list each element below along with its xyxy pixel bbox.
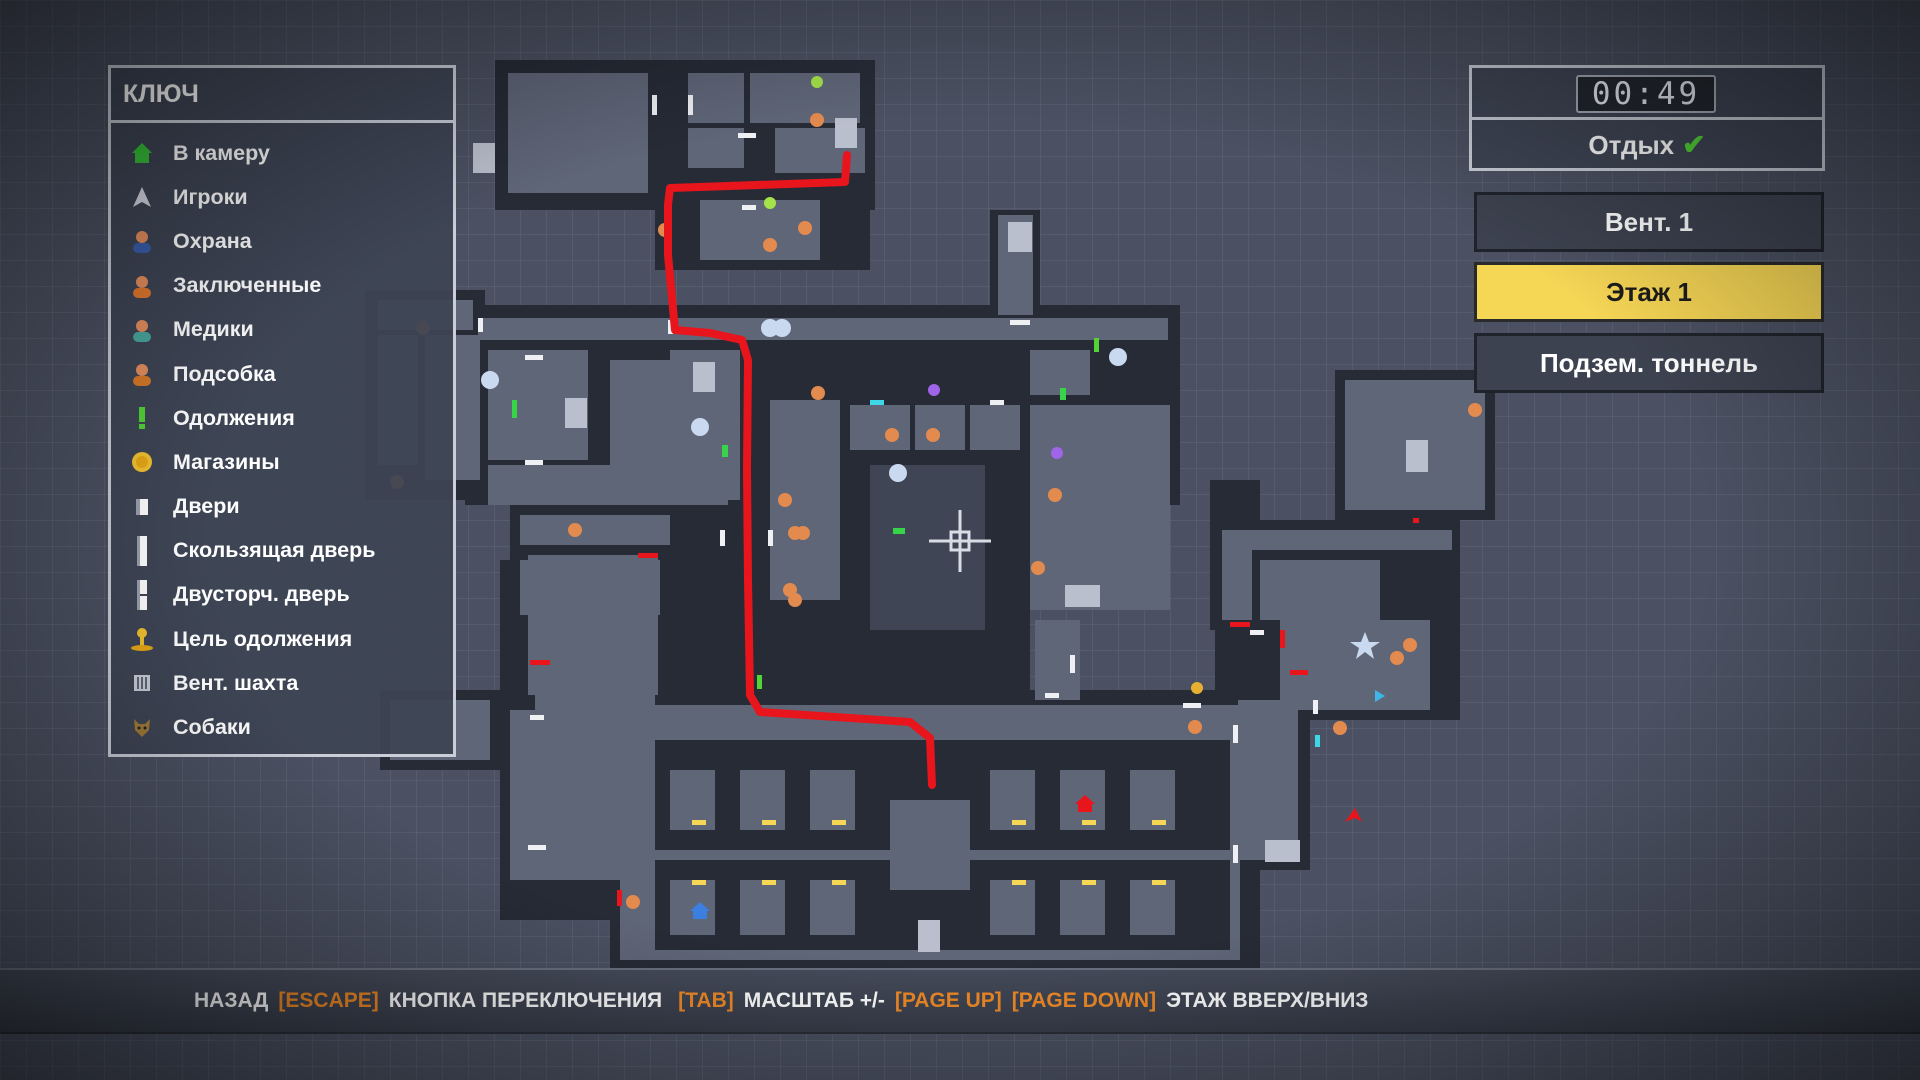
- exclamation-icon: [129, 405, 155, 431]
- legend-item: Охрана: [111, 219, 453, 263]
- floor-hint: ЭТАЖ ВВЕРХ/ВНИЗ: [1166, 989, 1369, 1012]
- legend-item: В камеру: [111, 131, 453, 175]
- pin-icon: [811, 76, 823, 88]
- legend-panel: КЛЮЧ В камеру Игроки Охрана Заключенные: [108, 65, 456, 757]
- pin-icon: [928, 384, 940, 396]
- vent-icon: [129, 670, 155, 696]
- current-activity: Отдых✔: [1472, 121, 1822, 168]
- worker-icon: [129, 361, 155, 387]
- legend-title: КЛЮЧ: [111, 68, 453, 123]
- legend-item: Игроки: [111, 175, 453, 219]
- guard-icon: [129, 228, 155, 254]
- tab-key-hint[interactable]: [TAB]: [678, 989, 734, 1012]
- dog-icon: [129, 715, 155, 741]
- legend-label: Охрана: [173, 228, 252, 253]
- checkmark-icon: ✔: [1682, 129, 1706, 160]
- legend-item: Магазины: [111, 440, 453, 484]
- door-icon: [129, 494, 155, 520]
- floor-button-tunnel[interactable]: Подзем. тоннель: [1474, 333, 1824, 393]
- legend-label: Скользящая дверь: [173, 538, 376, 563]
- legend-label: Двусторч. дверь: [173, 582, 350, 607]
- legend-item: Подсобка: [111, 352, 453, 396]
- player-arrow-icon: [129, 184, 155, 210]
- pin-icon: [764, 197, 776, 209]
- legend-item: Заключенные: [111, 264, 453, 308]
- legend-label: Подсобка: [173, 361, 276, 386]
- clock-divider: [1472, 117, 1822, 120]
- legend-item: Цель одолжения: [111, 617, 453, 661]
- legend-item: Одолжения: [111, 396, 453, 440]
- legend-item: Скользящая дверь: [111, 529, 453, 573]
- floor-button-vent-1[interactable]: Вент. 1: [1474, 192, 1824, 252]
- clock-panel: 00:49 Отдых✔: [1469, 65, 1825, 171]
- double-door-icon: [129, 579, 155, 610]
- legend-label: Игроки: [173, 184, 248, 209]
- favour-target-icon: [129, 626, 155, 652]
- legend-label: Магазины: [173, 449, 280, 474]
- escape-key-hint[interactable]: [ESCAPE]: [278, 989, 379, 1012]
- page-down-key-hint[interactable]: [PAGE DOWN]: [1011, 989, 1157, 1012]
- floor-button-floor-1[interactable]: Этаж 1: [1474, 262, 1824, 322]
- coin-icon: [129, 449, 155, 475]
- legend-label: Двери: [173, 494, 240, 519]
- toggle-hint: КНОПКА ПЕРЕКЛЮЧЕНИЯ: [388, 989, 663, 1012]
- legend-label: Заключенные: [173, 273, 322, 298]
- legend-label: Цель одолжения: [173, 626, 353, 651]
- sliding-door-icon: [129, 535, 155, 566]
- game-clock: 00:49: [1576, 75, 1716, 113]
- legend-item: Двери: [111, 485, 453, 529]
- legend-label: Медики: [173, 317, 254, 342]
- legend-item: Медики: [111, 308, 453, 352]
- legend-label: Одолжения: [173, 405, 295, 430]
- legend-item: Двусторч. дверь: [111, 573, 453, 617]
- legend-label: Вент. шахта: [173, 670, 299, 695]
- medic-icon: [129, 317, 155, 343]
- legend-item: Вент. шахта: [111, 661, 453, 705]
- activity-label: Отдых: [1588, 130, 1675, 160]
- legend-label: В камеру: [173, 140, 270, 165]
- green-house-icon: [129, 140, 155, 166]
- page-up-key-hint[interactable]: [PAGE UP]: [894, 989, 1002, 1012]
- legend-list: В камеру Игроки Охрана Заключенные Медик…: [111, 123, 453, 750]
- legend-label: Собаки: [173, 715, 251, 740]
- player-arrow-icon: [1345, 808, 1362, 822]
- inmate-icon: [129, 273, 155, 299]
- pin-icon: [1191, 682, 1203, 694]
- back-hint: НАЗАД: [194, 989, 269, 1012]
- zoom-hint: МАСШТАБ +/-: [743, 989, 885, 1012]
- legend-item: Собаки: [111, 705, 453, 749]
- pin-icon: [1051, 447, 1063, 459]
- controls-hint-bar: НАЗАД [ESCAPE] КНОПКА ПЕРЕКЛЮЧЕНИЯ [TAB]…: [0, 968, 1920, 1034]
